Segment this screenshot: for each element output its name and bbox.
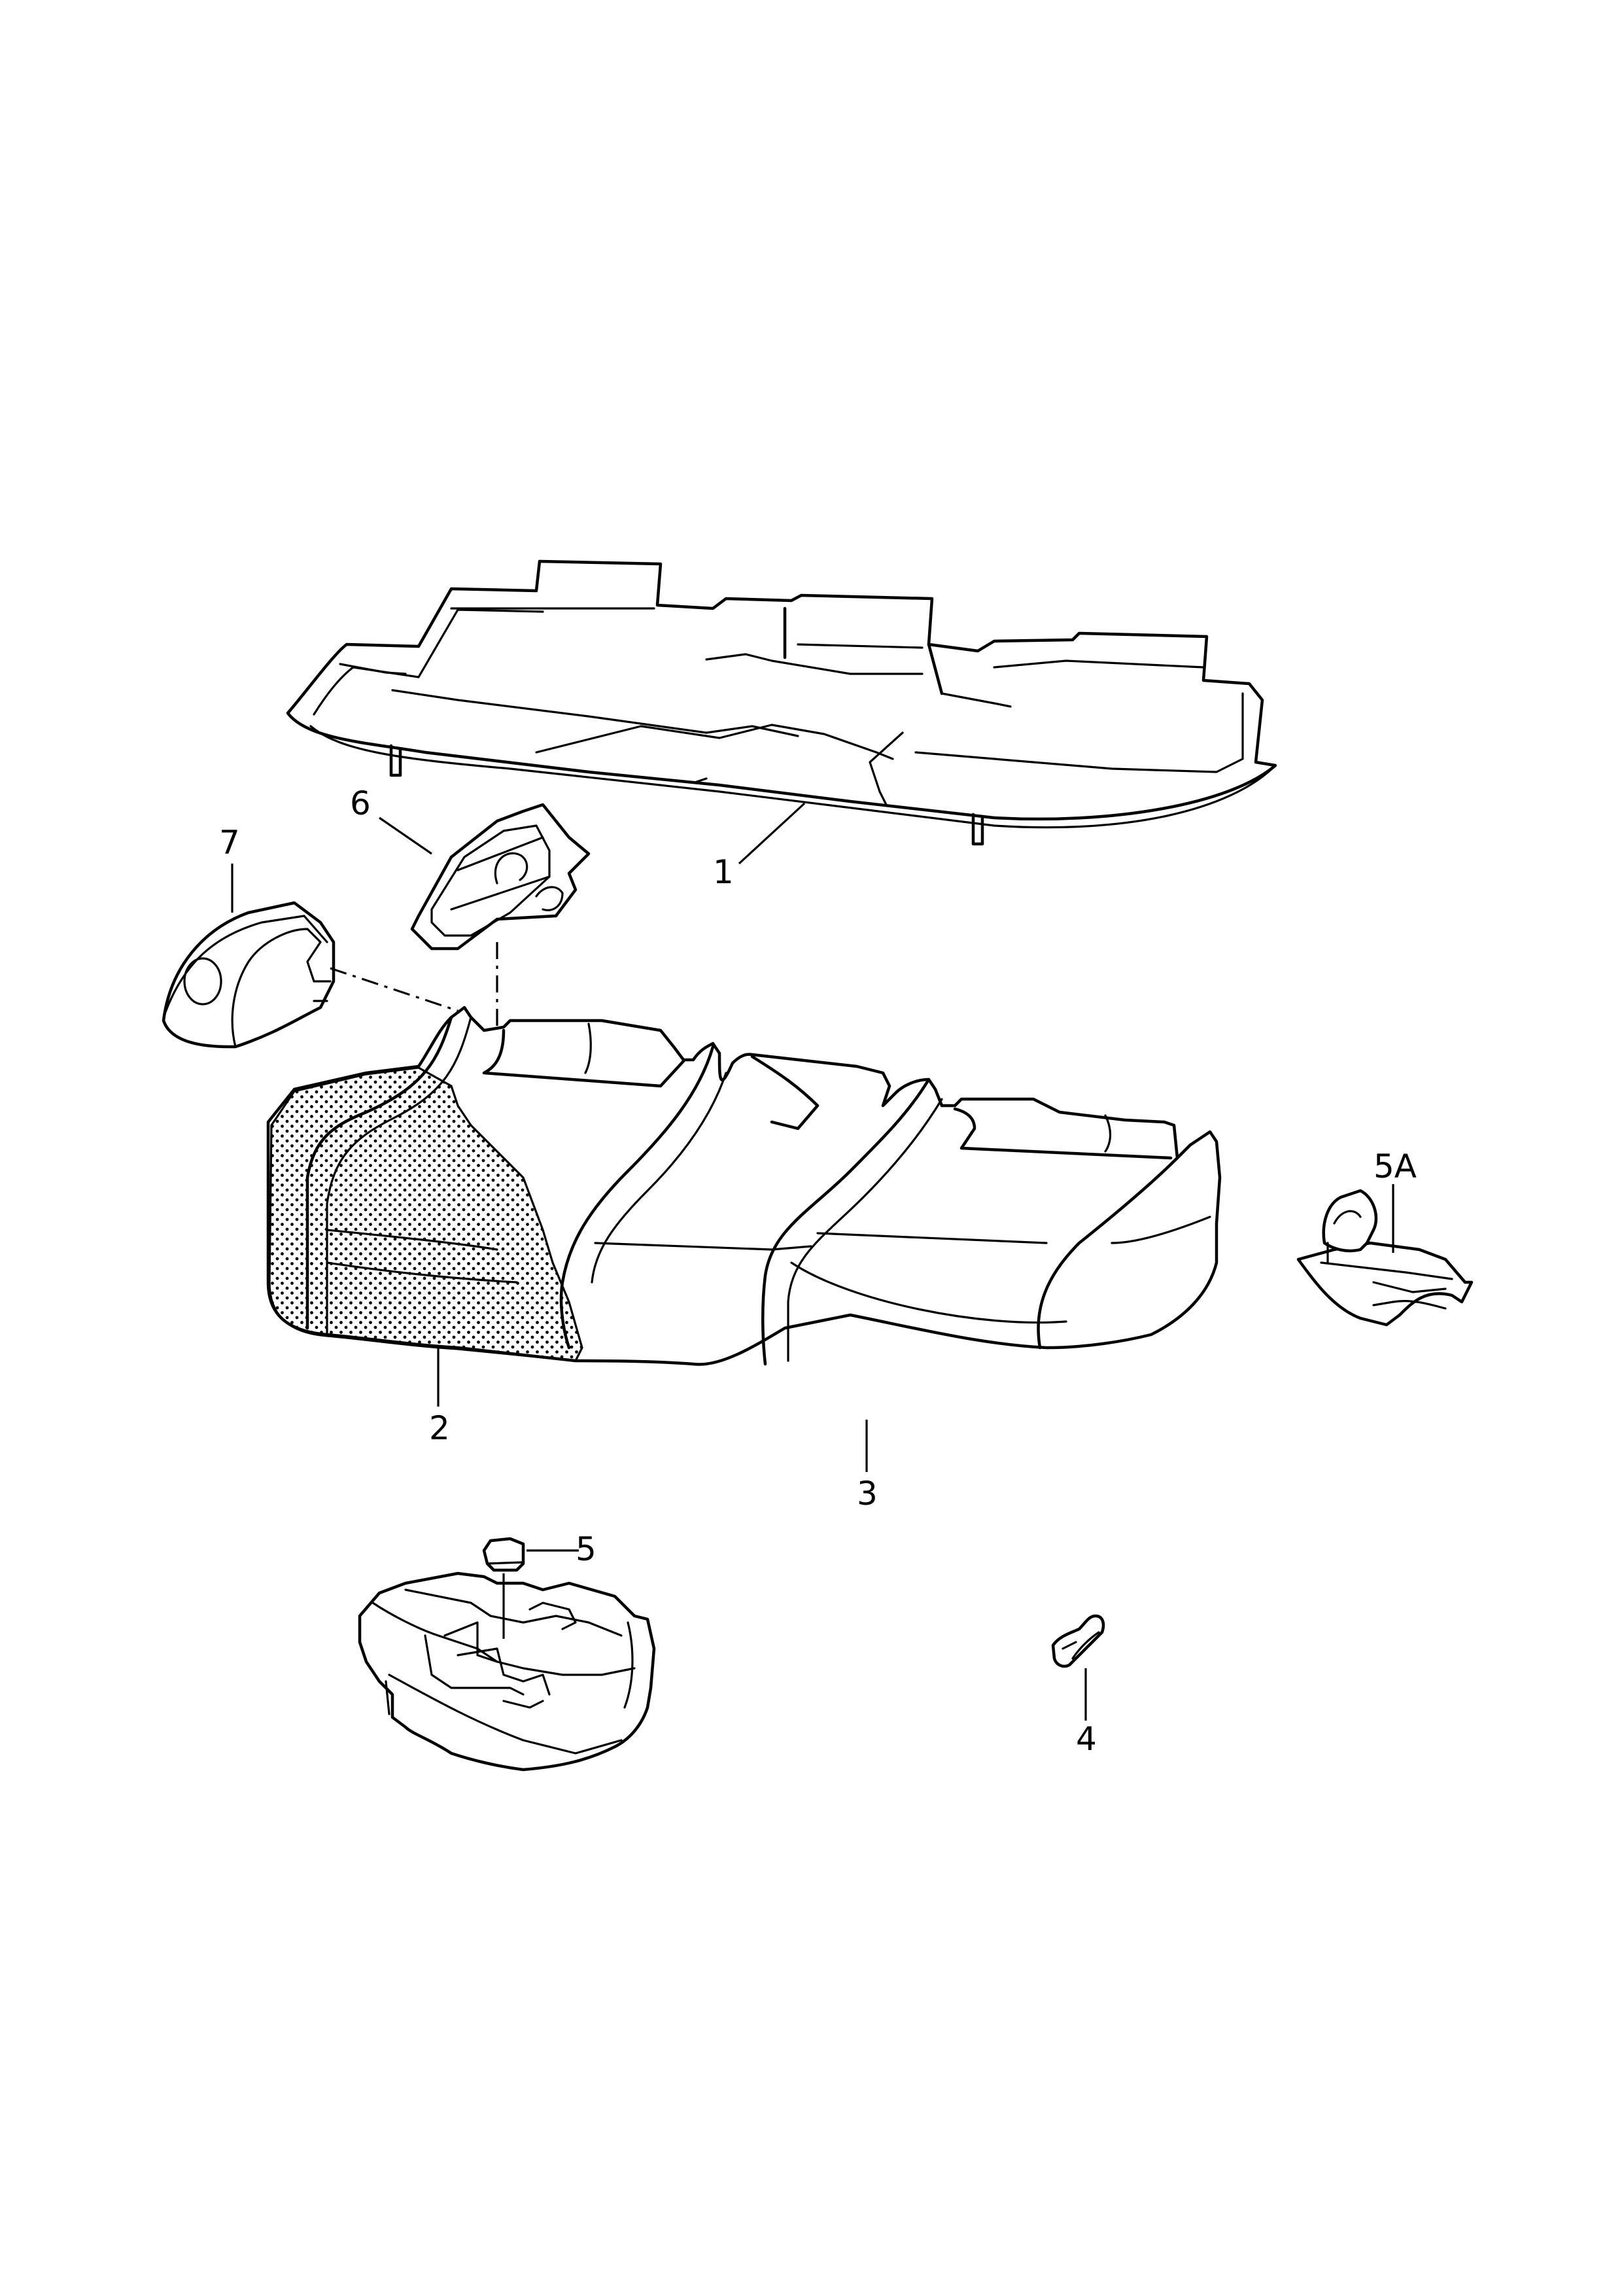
callout-7: 7: [219, 824, 240, 862]
clip-part-5a: [1296, 1189, 1474, 1327]
assembly-line-part-7: [330, 967, 458, 1012]
leader-1: [738, 802, 806, 865]
leader-6: [379, 816, 432, 855]
hinge-cover-part-6: [410, 803, 591, 951]
seat-cushion-part-3: [266, 1006, 1222, 1366]
padding-dotted-area: [268, 1066, 583, 1362]
side-cover-part-7: [162, 901, 336, 1049]
callout-4: 4: [1076, 1720, 1097, 1758]
callout-1: 1: [713, 853, 734, 891]
callout-5: 5: [576, 1530, 596, 1568]
clip-part-4: [1051, 1614, 1105, 1668]
callout-2: 2: [429, 1409, 450, 1447]
bracket-part-5: [358, 1537, 656, 1772]
callout-6: 6: [350, 784, 371, 822]
callout-5a: 5A: [1373, 1148, 1417, 1185]
callout-3: 3: [857, 1475, 878, 1513]
seat-frame-part-1: [286, 559, 1277, 846]
